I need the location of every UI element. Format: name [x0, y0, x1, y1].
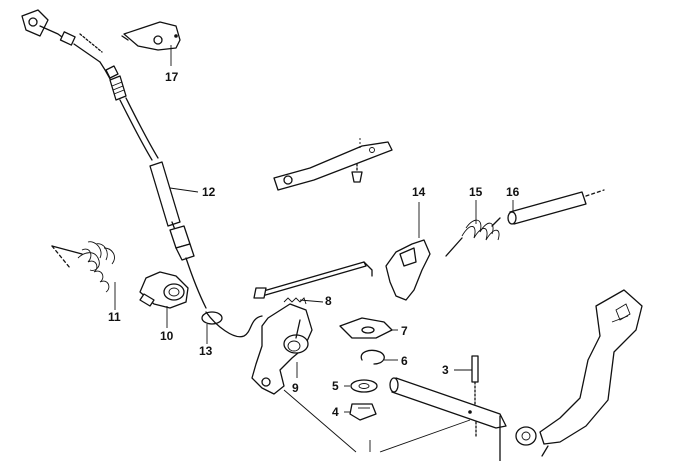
callout-14: 14 [412, 185, 426, 199]
callout-15: 15 [469, 185, 483, 199]
part-15-spring [445, 200, 501, 257]
bottom-leaders [283, 389, 471, 453]
callout-17: 17 [165, 70, 179, 84]
shaft [389, 377, 507, 462]
part-12-bowden-cable [99, 61, 207, 309]
pedal-arm [515, 289, 643, 457]
callout-8: 8 [325, 294, 332, 308]
part-16-sleeve [507, 189, 605, 225]
callout-5: 5 [332, 379, 339, 393]
callout-13: 13 [199, 344, 213, 358]
part-7-washer-plate [339, 317, 398, 339]
callout-4: 4 [332, 405, 339, 419]
part-5-washer [344, 379, 378, 393]
part-11-spring [51, 241, 116, 310]
callout-6: 6 [401, 354, 408, 368]
part-10-fitting [139, 271, 189, 328]
part-9-bracket-plate [251, 297, 313, 395]
callout-11: 11 [108, 310, 121, 324]
part-4-clip [344, 403, 377, 421]
callout-9: 9 [292, 381, 299, 395]
callout-12: 12 [202, 185, 216, 199]
callout-7: 7 [401, 324, 408, 338]
part-17-cable-end [21, 9, 181, 66]
callout-3: 3 [442, 363, 449, 377]
part-8-rod [253, 261, 373, 303]
part-6-circlip [360, 349, 398, 365]
link-bracket [273, 138, 393, 191]
part-13-ring [201, 311, 263, 344]
part-14-lever [385, 202, 431, 301]
callout-10: 10 [160, 329, 174, 343]
callout-16: 16 [506, 185, 520, 199]
